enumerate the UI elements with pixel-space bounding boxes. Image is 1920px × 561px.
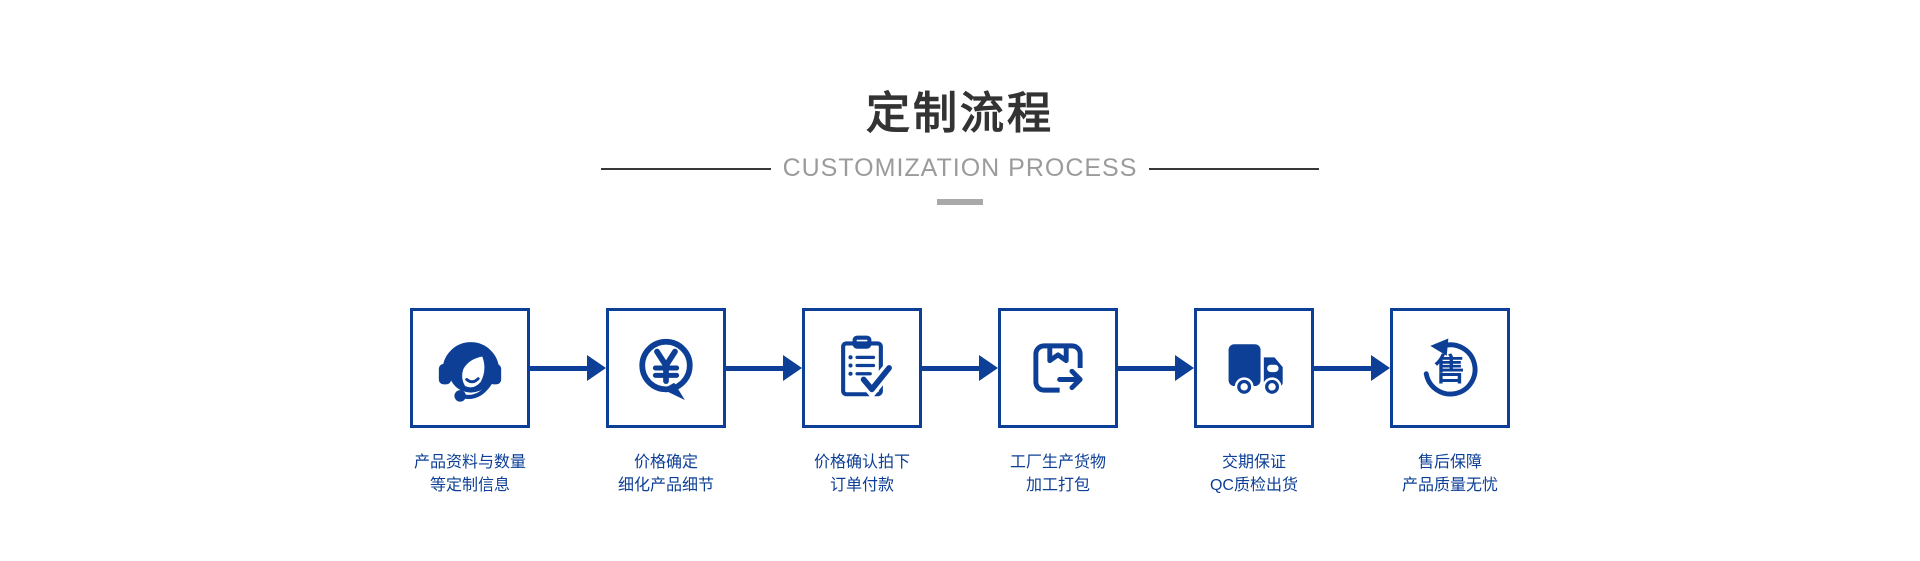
step-box [410,308,530,428]
arrow-shaft [1118,365,1175,371]
customization-process-section: 定制流程 CUSTOMIZATION PROCESS [0,0,1920,497]
arrow-shaft [726,365,783,371]
step-label-line2: 加工打包 [1025,477,1090,494]
process-step-5: 交期保证 QC质检出货 [1194,308,1314,497]
headset-agent-icon [438,342,502,402]
after-sale-cycle-icon: 售 [1423,338,1478,397]
step-label-line2: 订单付款 [829,477,894,494]
step-label-line1: 工厂生产货物 [1009,454,1106,471]
arrow-shaft [922,365,979,371]
step-label-line1: 价格确定 [633,454,698,471]
process-step-6: 售 售后保障 产品质量无忧 [1390,308,1510,497]
arrow-head [783,355,802,381]
flow-arrow-icon [726,308,802,428]
flow-arrow-icon [530,308,606,428]
flow-arrow-icon [1314,308,1390,428]
subtitle-right-line [1149,167,1320,170]
step-label: 售后保障 产品质量无忧 [1402,451,1498,497]
process-step-1: 产品资料与数量 等定制信息 [410,308,530,497]
arrow-head [979,355,998,381]
subtitle-left-line [600,167,771,170]
process-flow: 产品资料与数量 等定制信息 价格确定 细化产品细节 [0,308,1920,497]
step-label-line1: 价格确认拍下 [813,454,910,471]
step-label-line2: 产品质量无忧 [1401,477,1498,494]
step-label-line2: 等定制信息 [429,477,510,494]
flow-arrow-icon [1118,308,1194,428]
arrow-head [1371,355,1390,381]
step-label: 工厂生产货物 加工打包 [1010,451,1106,497]
section-title: 定制流程 [866,89,1054,138]
arrow-shaft [1314,365,1371,371]
process-step-4: 工厂生产货物 加工打包 [998,308,1118,497]
step-box [998,308,1118,428]
process-step-3: 价格确认拍下 订单付款 [802,308,922,497]
step-box [802,308,922,428]
flow-arrow-icon [922,308,998,428]
arrow-head [587,355,606,381]
step-label-line2: QC质检出货 [1209,477,1298,494]
step-box [1194,308,1314,428]
step-label-line2: 细化产品细节 [617,477,714,494]
subtitle-underline-dash [937,199,983,205]
step-label-line1: 售后保障 [1417,454,1482,471]
step-box [606,308,726,428]
step-label: 产品资料与数量 等定制信息 [414,451,526,497]
arrow-shaft [530,365,587,371]
section-subtitle: CUSTOMIZATION PROCESS [782,154,1138,182]
step-box: 售 [1390,308,1510,428]
step-label-line1: 交期保证 [1221,454,1286,471]
delivery-truck-icon [1228,344,1283,397]
after-sale-glyph: 售 [1434,352,1465,387]
price-bubble-icon [639,338,693,400]
process-step-2: 价格确定 细化产品细节 [606,308,726,497]
step-label: 交期保证 QC质检出货 [1210,451,1298,497]
step-label: 价格确定 细化产品细节 [618,451,714,497]
arrow-head [1175,355,1194,381]
step-label: 价格确认拍下 订单付款 [814,451,910,497]
order-checklist-icon [841,335,894,400]
step-label-line1: 产品资料与数量 [413,454,526,471]
package-ship-icon [1033,343,1095,395]
section-subtitle-row: CUSTOMIZATION PROCESS [0,154,1920,183]
section-header: 定制流程 CUSTOMIZATION PROCESS [0,0,1920,205]
